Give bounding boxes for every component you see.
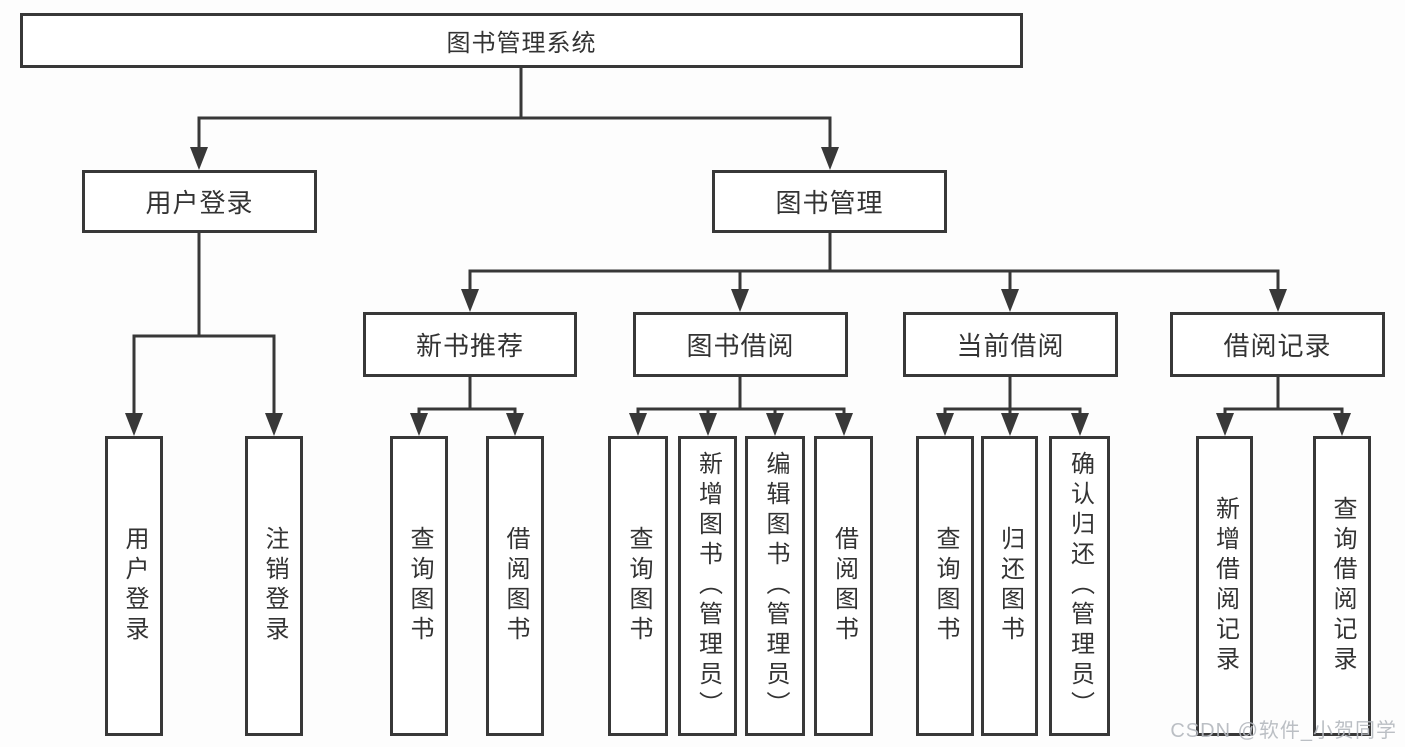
arrow-down-icon bbox=[629, 413, 647, 436]
arrow-down-icon bbox=[821, 147, 839, 170]
leaf-cb-query-books-label: 查询图书 bbox=[932, 526, 959, 646]
connector-path bbox=[197, 68, 832, 149]
leaf-bb-borrow-books: 借阅图书 bbox=[814, 436, 873, 736]
node-new-book-recommend: 新书推荐 bbox=[363, 312, 577, 377]
arrow-down-icon bbox=[265, 413, 283, 436]
node-book-borrow: 图书借阅 bbox=[633, 312, 848, 377]
node-root-label: 图书管理系统 bbox=[446, 30, 597, 57]
leaf-logout-label: 注销登录 bbox=[261, 526, 288, 646]
leaf-nb-borrow-books-label: 借阅图书 bbox=[502, 526, 529, 646]
leaf-bb-edit-book-admin-label: 编辑图书（管理员） bbox=[762, 451, 789, 721]
node-book-management: 图书管理 bbox=[712, 170, 947, 233]
leaf-bb-query-books: 查询图书 bbox=[608, 436, 668, 736]
leaf-bb-borrow-books-label: 借阅图书 bbox=[830, 526, 858, 646]
leaf-bb-edit-book-admin: 编辑图书（管理员） bbox=[745, 436, 805, 736]
node-current-borrow-label: 当前借阅 bbox=[956, 331, 1065, 361]
connector-path bbox=[636, 377, 846, 416]
leaf-user-login: 用户登录 bbox=[105, 436, 163, 736]
arrow-down-icon bbox=[731, 289, 749, 312]
connector-path bbox=[1223, 377, 1344, 416]
leaf-br-add-record: 新增借阅记录 bbox=[1196, 436, 1253, 736]
arrow-down-icon bbox=[1333, 413, 1351, 436]
node-book-management-label: 图书管理 bbox=[775, 188, 884, 218]
connector-current-borrow-children bbox=[936, 377, 1089, 436]
node-new-book-recommend-label: 新书推荐 bbox=[415, 331, 524, 361]
leaf-cb-return-books: 归还图书 bbox=[981, 436, 1038, 736]
arrow-down-icon bbox=[125, 413, 143, 436]
arrow-down-icon bbox=[1071, 413, 1089, 436]
leaf-nb-query-books: 查询图书 bbox=[390, 436, 448, 736]
leaf-br-query-record-label: 查询借阅记录 bbox=[1329, 496, 1356, 676]
leaf-br-query-record: 查询借阅记录 bbox=[1313, 436, 1371, 736]
arrow-down-icon bbox=[410, 413, 428, 436]
leaf-cb-confirm-return-admin-label: 确认归还（管理员） bbox=[1066, 451, 1094, 721]
leaf-br-add-record-label: 新增借阅记录 bbox=[1211, 496, 1239, 676]
arrow-down-icon bbox=[461, 289, 479, 312]
connector-book-borrow-children bbox=[629, 377, 853, 436]
node-book-borrow-label: 图书借阅 bbox=[686, 331, 795, 361]
leaf-bb-add-book-admin-label: 新增图书（管理员） bbox=[694, 451, 722, 721]
arrow-down-icon bbox=[1269, 289, 1287, 312]
leaf-cb-return-books-label: 归还图书 bbox=[996, 526, 1024, 646]
connector-book-management-children bbox=[461, 233, 1287, 312]
leaf-nb-query-books-label: 查询图书 bbox=[406, 526, 433, 646]
connector-root-to-level2 bbox=[190, 68, 839, 170]
leaf-user-login-label: 用户登录 bbox=[121, 526, 148, 646]
arrow-down-icon bbox=[699, 413, 717, 436]
leaf-cb-confirm-return-admin: 确认归还（管理员） bbox=[1049, 436, 1110, 736]
arrow-down-icon bbox=[936, 413, 954, 436]
node-user-login: 用户登录 bbox=[82, 170, 317, 233]
leaf-bb-add-book-admin: 新增图书（管理员） bbox=[678, 436, 737, 736]
arrow-down-icon bbox=[766, 413, 784, 436]
arrow-down-icon bbox=[506, 413, 524, 436]
connector-path bbox=[468, 233, 1280, 291]
node-borrow-records-label: 借阅记录 bbox=[1223, 331, 1332, 361]
leaf-bb-query-books-label: 查询图书 bbox=[625, 526, 652, 646]
leaf-logout: 注销登录 bbox=[245, 436, 303, 736]
connector-user-login-children bbox=[125, 233, 283, 436]
arrow-down-icon bbox=[835, 413, 853, 436]
arrow-down-icon bbox=[1001, 413, 1019, 436]
connector-path bbox=[943, 377, 1082, 416]
arrow-down-icon bbox=[1001, 289, 1019, 312]
connector-borrow-records-children bbox=[1216, 377, 1351, 436]
arrow-down-icon bbox=[190, 147, 208, 170]
node-current-borrow: 当前借阅 bbox=[903, 312, 1118, 377]
csdn-watermark: CSDN @软件_小贺同学 bbox=[1170, 720, 1397, 742]
connector-path bbox=[132, 233, 276, 415]
connector-new-book-children bbox=[410, 377, 524, 436]
leaf-cb-query-books: 查询图书 bbox=[916, 436, 974, 736]
node-user-login-label: 用户登录 bbox=[145, 188, 254, 218]
leaf-nb-borrow-books: 借阅图书 bbox=[486, 436, 544, 736]
node-borrow-records: 借阅记录 bbox=[1170, 312, 1385, 377]
node-root: 图书管理系统 bbox=[20, 13, 1023, 68]
connector-path bbox=[417, 377, 517, 416]
arrow-down-icon bbox=[1216, 413, 1234, 436]
